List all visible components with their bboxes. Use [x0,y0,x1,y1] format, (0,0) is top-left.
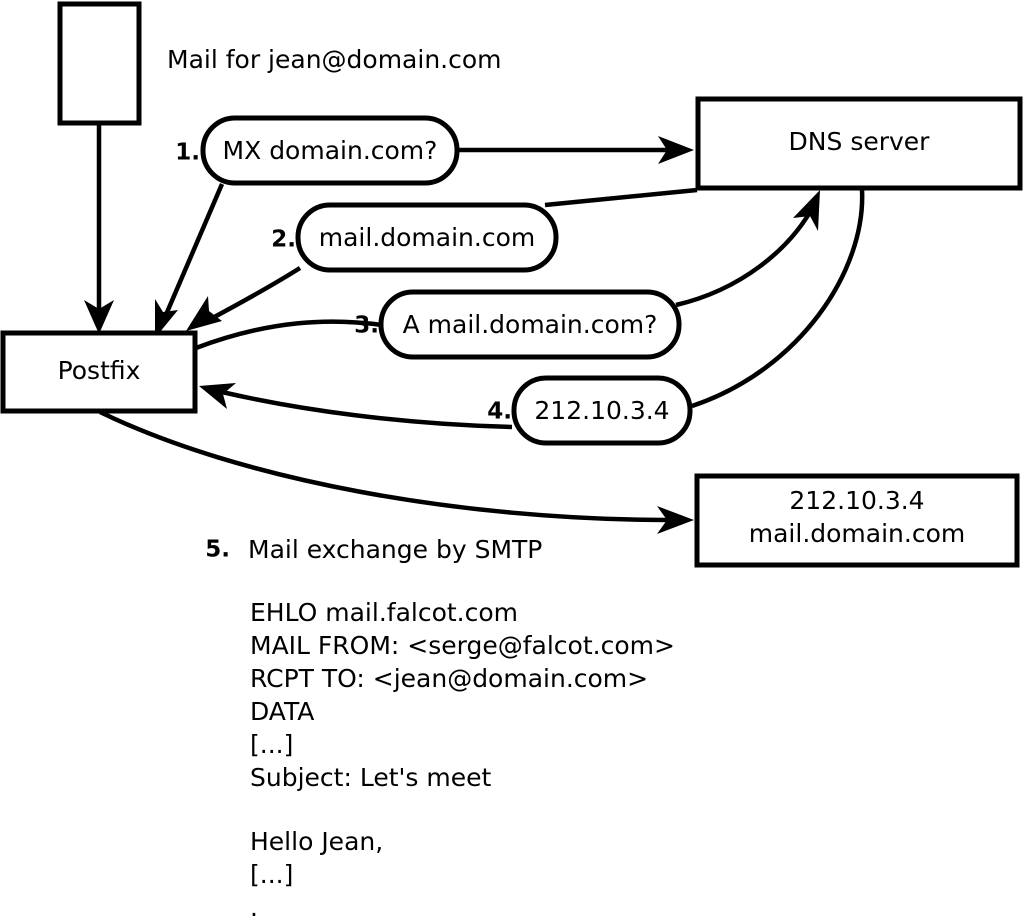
step-label-1: MX domain.com? [223,136,438,165]
step-bubble-2[interactable]: 2. mail.domain.com [271,202,559,273]
step-label-2: mail.domain.com [319,223,535,252]
step-bubble-1[interactable]: 1. MX domain.com? [175,115,460,186]
node-client[interactable] [57,1,142,126]
transcript-line-3: DATA [250,697,314,726]
smtp-transcript: EHLO mail.falcot.com MAIL FROM: <serge@f… [250,598,675,919]
edge-step3-to-dns [675,190,820,308]
mail-for-caption: Mail for jean@domain.com [167,45,502,74]
transcript-line-4: [...] [250,730,293,759]
node-postfix[interactable]: Postfix [0,330,198,414]
step-5-line: 5. Mail exchange by SMTP [205,535,542,564]
step-label-5: Mail exchange by SMTP [248,535,542,564]
edge-dns-to-step4 [691,189,865,409]
transcript-line-0: EHLO mail.falcot.com [250,598,518,627]
step-bubble-3[interactable]: 3. A mail.domain.com? [354,289,682,360]
node-target-host-line2: mail.domain.com [749,519,965,548]
edge-postfix-to-target [99,409,694,534]
edge-client-to-postfix [84,124,114,334]
step-number-5: 5. [205,537,230,563]
edge-step4-to-postfix [199,383,513,430]
edge-step1-from-postfix [155,183,225,338]
edge-dns-to-step2 [544,187,698,208]
node-dns-server[interactable]: DNS server [695,96,1023,191]
edge-postfix-to-step3 [195,319,383,351]
transcript-line-9: . [250,893,258,919]
node-target-host[interactable]: 212.10.3.4 mail.domain.com [694,473,1020,568]
node-postfix-label: Postfix [58,356,141,385]
transcript-line-5: Subject: Let's meet [250,763,491,792]
transcript-line-7: Hello Jean, [250,827,383,856]
step-number-1: 1. [175,140,200,166]
transcript-line-2: RCPT TO: <jean@domain.com> [250,664,648,693]
step-number-4: 4. [487,399,512,425]
step-label-4: 212.10.3.4 [534,396,669,425]
node-dns-server-label: DNS server [789,127,931,156]
edge-step2-to-postfix [186,266,302,331]
edge-step1-to-dns [458,136,694,164]
transcript-line-1: MAIL FROM: <serge@falcot.com> [250,631,675,660]
transcript-line-8: [...] [250,860,293,889]
step-number-3: 3. [354,313,379,339]
step-number-2: 2. [271,227,296,253]
node-target-host-line1: 212.10.3.4 [789,486,924,515]
step-bubble-4[interactable]: 4. 212.10.3.4 [487,375,693,446]
step-label-3: A mail.domain.com? [403,310,658,339]
